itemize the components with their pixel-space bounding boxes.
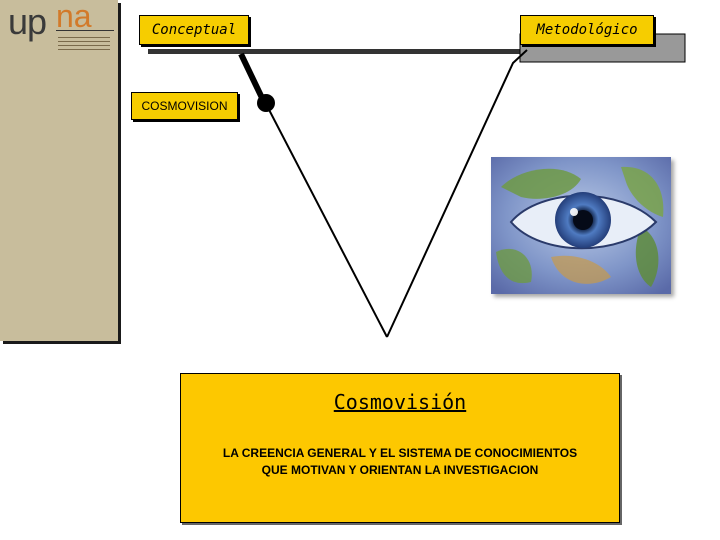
v-left-thick-segment — [238, 52, 266, 102]
conceptual-label: Conceptual — [139, 15, 249, 45]
logo-text-na: na — [56, 0, 92, 34]
v-node — [257, 94, 275, 112]
info-title: Cosmovisión — [333, 390, 467, 414]
logo-rule — [56, 30, 114, 31]
info-description: LA CREENCIA GENERAL Y EL SISTEMA DE CONO… — [222, 446, 578, 477]
logo-text-up: up — [8, 1, 47, 42]
logo-subtitle — [58, 34, 110, 53]
cosmovision-tag: COSMOVISION — [131, 92, 238, 120]
eye-world-image — [491, 157, 671, 294]
upna-logo: up na — [0, 0, 118, 62]
top-bar — [148, 49, 630, 54]
metodologico-label: Metodológico — [520, 15, 654, 45]
cosmovision-info-box: Cosmovisión LA CREENCIA GENERAL Y EL SIS… — [180, 373, 620, 523]
v-left-arm — [240, 53, 388, 338]
